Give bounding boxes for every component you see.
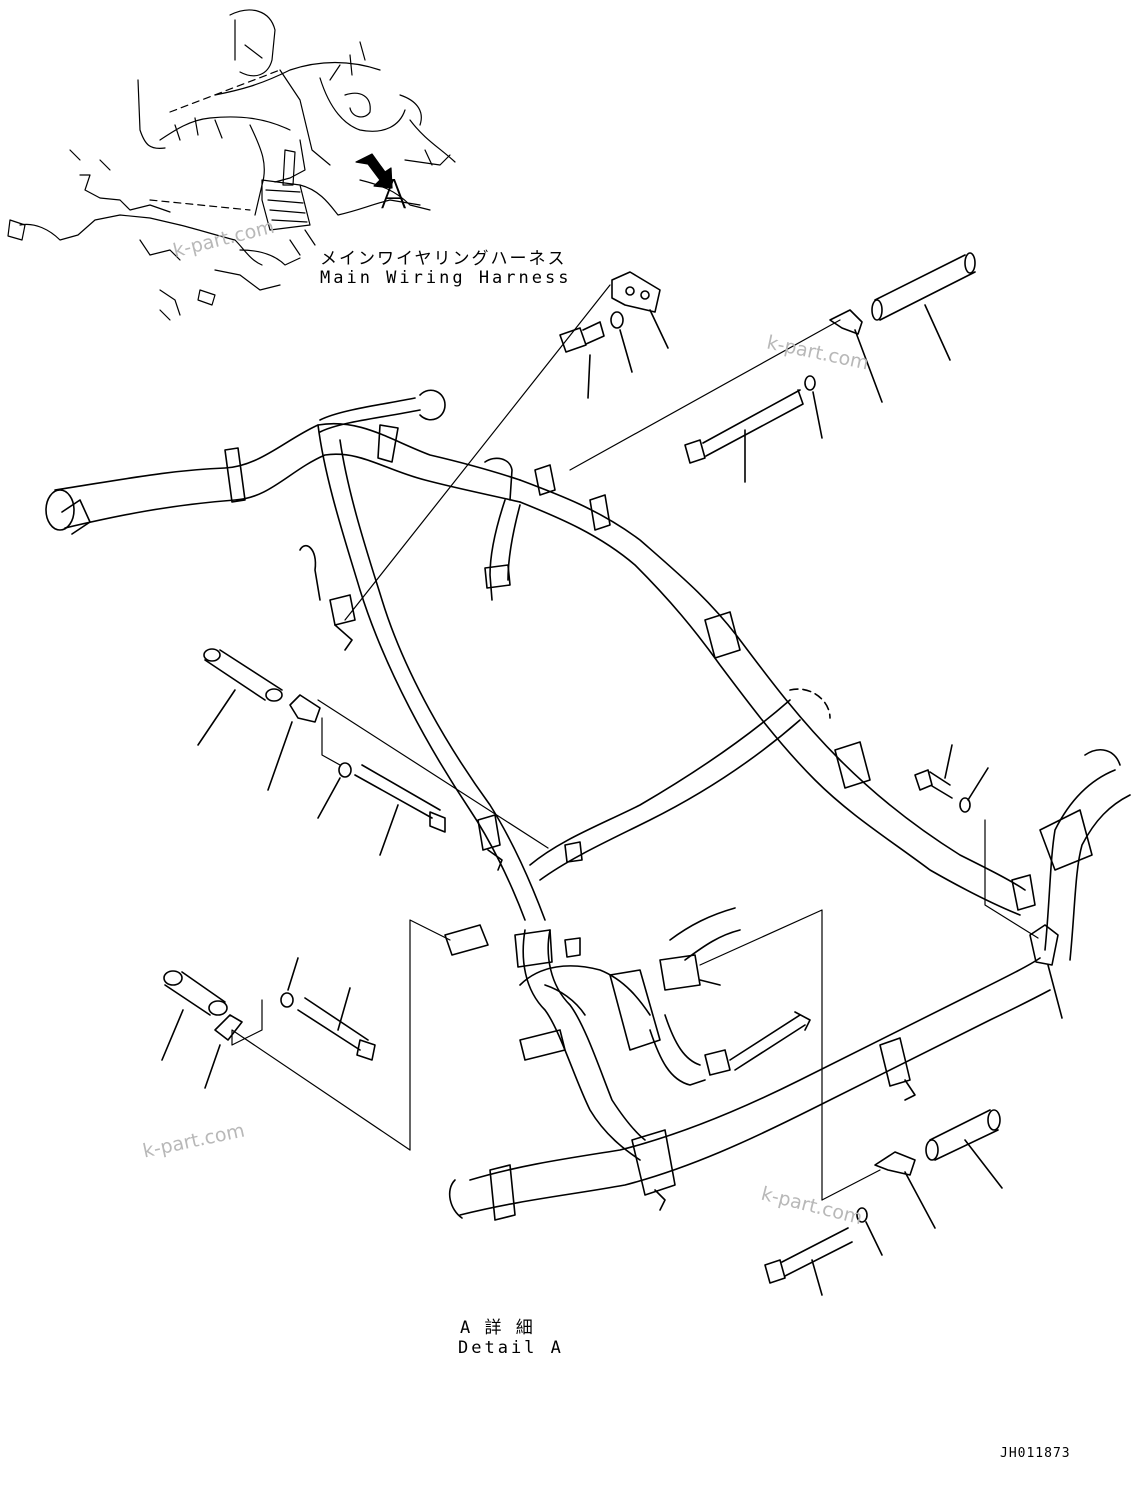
harness-title-en: Main Wiring Harness (320, 268, 572, 288)
part-washer-top (610, 311, 633, 373)
overview-harness-sketch (7, 9, 456, 321)
part-washer-lower-left (280, 957, 299, 1008)
part-clip-lower-left (204, 1014, 243, 1089)
part-washer-lower-right (856, 1207, 883, 1256)
part-sleeve-lower-left (161, 970, 228, 1061)
view-letter-a: A (380, 172, 408, 218)
part-sleeve-left (197, 648, 283, 746)
part-bolt-long-left (354, 764, 446, 856)
part-clip-lower-right (874, 1151, 936, 1229)
part-bolt-short-right (914, 744, 953, 799)
part-sleeve-top-right (871, 252, 976, 361)
detail-title-jp: A 詳 細 (460, 1318, 535, 1338)
part-washer-left (317, 762, 352, 819)
part-bracket-top (611, 271, 669, 349)
part-washer-right (959, 767, 989, 813)
part-bolt-short (559, 321, 605, 399)
part-sleeve-lower-right (925, 1109, 1003, 1189)
part-bolt-long-lower-left (297, 987, 376, 1061)
leader-lines (231, 284, 1039, 1201)
part-bolt-long-lower-right (764, 1227, 853, 1296)
part-washer-top-right (804, 375, 823, 439)
part-bolt-long-top (684, 389, 804, 483)
main-harness-tubes (45, 389, 1131, 1221)
harness-title-jp: メインワイヤリングハーネス (320, 249, 567, 269)
drawing-number: JH011873 (1000, 1446, 1071, 1461)
part-clip-left (267, 694, 321, 791)
part-clip-right (1029, 924, 1063, 1019)
detail-title-en: Detail A (458, 1338, 564, 1358)
part-clip-top-right (829, 309, 883, 403)
